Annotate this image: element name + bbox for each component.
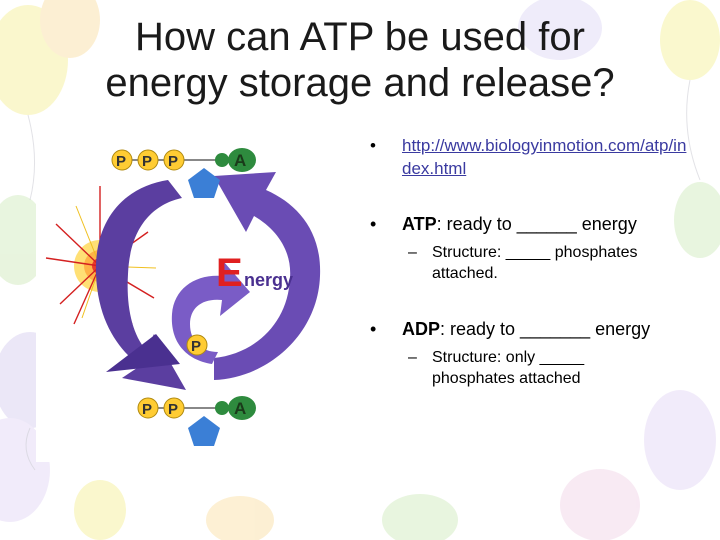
phosphate-label: P	[191, 338, 201, 355]
adenine-label: A	[234, 151, 246, 170]
adenine-dot-icon	[215, 153, 229, 167]
adp-description: : ready to _______ energy	[440, 319, 651, 339]
cycle-arrow-left	[95, 180, 186, 390]
atp-structure-text: Structure: _____ phosphates attached.	[432, 244, 638, 282]
bullet-atp: • ATP: ready to ______ energy	[368, 213, 698, 235]
phosphate-icon	[111, 149, 133, 171]
ribose-icon	[188, 168, 220, 198]
phosphate-icon	[137, 397, 159, 419]
phosphate-icon	[186, 334, 208, 356]
sub-bullet-atp: – Structure: _____ phosphates attached.	[408, 242, 678, 284]
atp-term: ATP	[402, 214, 437, 234]
bullet-dot: •	[370, 319, 377, 339]
bullet-link-item: • http://www.biologyinmotion.com/atp/ind…	[368, 134, 688, 180]
adenine-icon	[228, 396, 256, 420]
bullet-atp-text: ATP: ready to ______ energy	[402, 213, 637, 235]
cycle-arrow-right	[214, 172, 321, 380]
phosphate-label: P	[168, 153, 178, 170]
released-phosphate: P	[186, 334, 208, 356]
energy-label-e: E	[216, 251, 243, 295]
ribose-icon	[188, 416, 220, 446]
adenine-label: A	[234, 399, 246, 418]
bullet-dot: •	[370, 214, 377, 234]
title-line-2: energy storage and release?	[105, 61, 615, 105]
energy-label-rest: nergy	[244, 270, 293, 290]
bullet-adp: • ADP: ready to _______ energy	[368, 318, 698, 340]
phosphate-icon	[163, 397, 185, 419]
atp-molecule: P P P A	[111, 148, 256, 198]
adp-molecule: P P A	[137, 396, 256, 446]
sub-bullet-dash: –	[408, 349, 417, 366]
atp-cycle-diagram: E nergy P P P A P P P A	[36, 128, 352, 462]
phosphate-icon	[163, 149, 185, 171]
phosphate-label: P	[142, 153, 152, 170]
title-line-1: How can ATP be used for	[135, 15, 585, 59]
sub-bullet-adp: – Structure: only _____ phosphates attac…	[408, 347, 648, 389]
atp-description: : ready to ______ energy	[436, 214, 637, 234]
adenine-dot-icon	[215, 401, 229, 415]
phosphate-icon	[137, 149, 159, 171]
biologyinmotion-link[interactable]: http://www.biologyinmotion.com/atp/index…	[402, 136, 687, 178]
adp-term: ADP	[402, 319, 441, 339]
bullet-dot: •	[370, 136, 376, 155]
phosphate-label: P	[142, 401, 152, 418]
bullet-adp-text: ADP: ready to _______ energy	[402, 318, 650, 340]
phosphate-label: P	[116, 153, 126, 170]
cycle-arrow-bottom	[106, 334, 180, 372]
slide-title: How can ATP be used for energy storage a…	[40, 14, 680, 106]
sub-bullet-dash: –	[408, 244, 417, 261]
phosphate-label: P	[168, 401, 178, 418]
adenine-icon	[228, 148, 256, 172]
adp-structure-text: Structure: only _____ phosphates attache…	[432, 349, 585, 387]
